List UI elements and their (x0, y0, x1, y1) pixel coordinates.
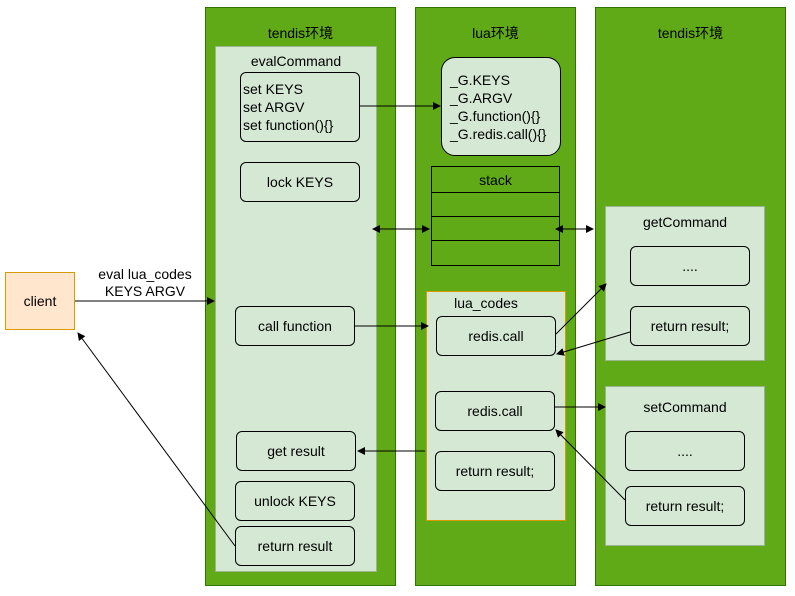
set-command-body-box: .... (625, 431, 745, 471)
redis-call-1-box: redis.call (436, 316, 556, 356)
lua-return-result-box: return result; (435, 451, 555, 491)
lua-stack: stack (431, 166, 560, 266)
stack-label: stack (479, 171, 512, 188)
global-keys: _G.KEYS (450, 71, 510, 88)
eval-command-title: evalCommand (250, 53, 342, 69)
get-command-return-box: return result; (630, 306, 750, 346)
arrow-redis-call-to-get (555, 283, 607, 335)
lock-keys-box: lock KEYS (240, 162, 360, 202)
tendis-env-right-title: tendis环境 (657, 25, 724, 41)
stack-slot (432, 217, 559, 241)
return-result-box: return result (235, 526, 355, 566)
redis-call-2-box: redis.call (435, 391, 555, 431)
lua-env-title: lua环境 (472, 25, 519, 41)
set-command-return-box: return result; (625, 486, 745, 526)
setup-line-function: set function(){} (243, 117, 334, 133)
client-request-label: eval lua_codes KEYS ARGV (85, 266, 205, 300)
lua-globals-box: _G.KEYS _G.ARGV _G.function(){} _G.redis… (441, 57, 561, 156)
stack-slot (432, 193, 559, 217)
request-line-2: KEYS ARGV (104, 283, 186, 299)
global-redis-call: _G.redis.call(){} (450, 125, 547, 142)
client-box: client (5, 272, 75, 330)
get-command-body-box: .... (630, 246, 750, 286)
arrow-return-to-client (77, 332, 236, 547)
call-function-box: call function (235, 306, 355, 346)
stack-header: stack (432, 167, 559, 193)
set-command-title: setCommand (643, 399, 727, 415)
lua-codes-title: lua_codes (454, 295, 518, 311)
request-line-1: eval lua_codes (98, 266, 192, 282)
eval-setup-box: set KEYS set ARGV set function(){} (240, 72, 360, 142)
arrow-get-return-to-lua (556, 331, 631, 356)
setup-line-keys: set KEYS (243, 81, 303, 97)
tendis-env-left-title: tendis环境 (267, 25, 334, 41)
global-function: _G.function(){} (450, 107, 541, 124)
arrow-set-return-to-lua (555, 429, 626, 501)
setup-line-argv: set ARGV (243, 99, 305, 115)
global-argv: _G.ARGV (450, 89, 513, 106)
stack-slot (432, 241, 559, 265)
get-command-title: getCommand (642, 214, 728, 230)
unlock-keys-box: unlock KEYS (235, 481, 355, 521)
get-result-box: get result (236, 431, 356, 471)
